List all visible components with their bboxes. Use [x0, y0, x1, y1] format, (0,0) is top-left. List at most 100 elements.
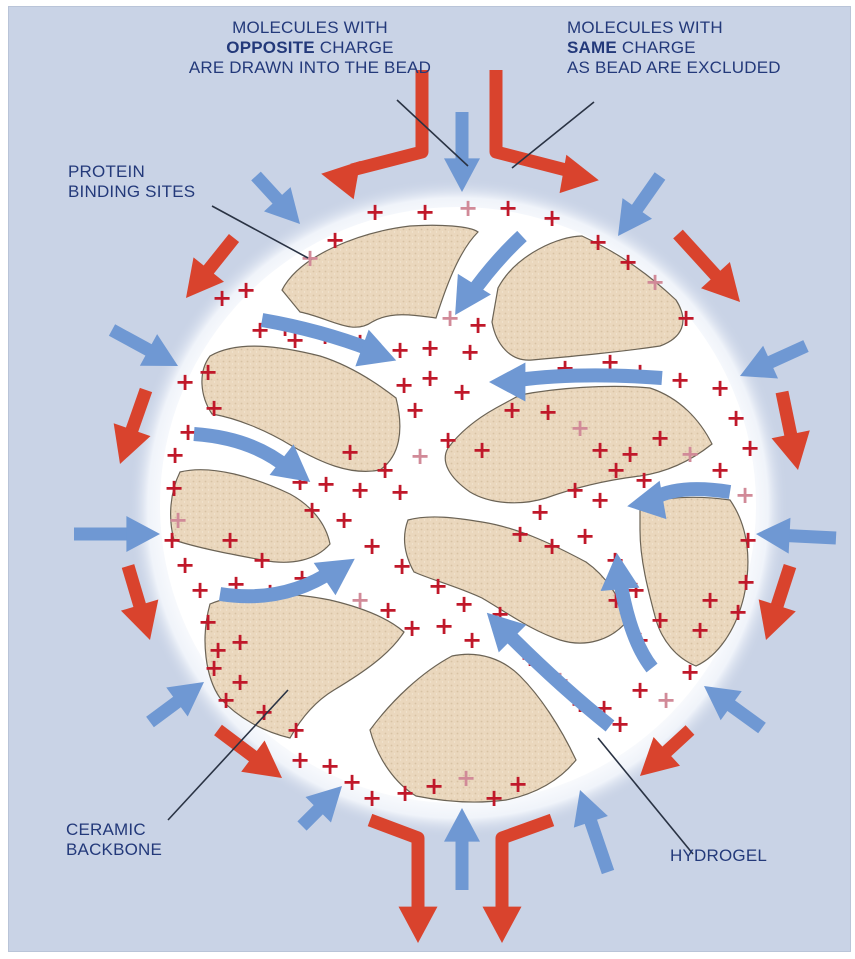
- arrowhead: [321, 161, 360, 199]
- charge-symbol: +: [484, 784, 504, 812]
- charge-symbol: +: [740, 434, 760, 462]
- ceramic-label-line1: CERAMIC: [66, 820, 162, 840]
- protein-binding-sites-label: PROTEIN BINDING SITES: [68, 162, 195, 202]
- charge-symbol: +: [472, 436, 492, 464]
- arrowhead: [759, 599, 796, 640]
- opposite-label-line2: OPPOSITE CHARGE: [160, 38, 460, 58]
- protein-label-line2: BINDING SITES: [68, 182, 195, 202]
- charge-symbol: +: [394, 371, 414, 399]
- charge-symbol: +: [390, 478, 410, 506]
- red-outward-arrow: [370, 820, 438, 943]
- charge-symbol: +: [656, 686, 676, 714]
- arrowhead: [560, 155, 599, 193]
- charge-symbol: +: [542, 532, 562, 560]
- charge-symbol: +: [454, 590, 474, 618]
- opposite-label-rest: CHARGE: [320, 38, 394, 57]
- charge-symbol: +: [165, 441, 185, 469]
- charge-symbol: +: [198, 358, 218, 386]
- charge-symbol: +: [302, 496, 322, 524]
- arrowhead: [399, 907, 438, 943]
- charge-symbol: +: [164, 474, 184, 502]
- charge-symbol: +: [680, 440, 700, 468]
- charge-symbol: +: [538, 398, 558, 426]
- charge-symbol: +: [738, 526, 758, 554]
- charge-symbol: +: [510, 520, 530, 548]
- charge-symbol: +: [392, 552, 412, 580]
- charge-symbol: +: [212, 284, 232, 312]
- charge-symbol: +: [175, 368, 195, 396]
- blue-inward-arrow: [618, 176, 660, 236]
- charge-symbol: +: [650, 606, 670, 634]
- charge-symbol: +: [502, 396, 522, 424]
- charge-symbol: +: [630, 676, 650, 704]
- opposite-label-line3: ARE DRAWN INTO THE BEAD: [160, 58, 460, 78]
- charge-symbol: +: [342, 768, 362, 796]
- charge-symbol: +: [588, 228, 608, 256]
- charge-symbol: +: [220, 526, 240, 554]
- blue-inward-arrow: [112, 330, 178, 366]
- charge-symbol: +: [498, 194, 518, 222]
- charge-symbol: +: [424, 772, 444, 800]
- charge-symbol: +: [460, 338, 480, 366]
- charge-symbol: +: [350, 586, 370, 614]
- charge-symbol: +: [670, 366, 690, 394]
- charge-symbol: +: [410, 442, 430, 470]
- charge-symbol: +: [565, 476, 585, 504]
- charge-symbol: +: [378, 596, 398, 624]
- ceramic-label-line2: BACKBONE: [66, 840, 162, 860]
- same-charge-label: MOLECULES WITH SAME CHARGE AS BEAD ARE E…: [567, 18, 781, 78]
- charge-symbol: +: [468, 311, 488, 339]
- opposite-charge-label: MOLECULES WITH OPPOSITE CHARGE ARE DRAWN…: [160, 18, 460, 78]
- charge-symbol: +: [700, 586, 720, 614]
- charge-symbol: +: [736, 568, 756, 596]
- charge-symbol: +: [216, 686, 236, 714]
- charge-symbol: +: [362, 532, 382, 560]
- arrowhead: [483, 907, 522, 943]
- charge-symbol: +: [570, 414, 590, 442]
- charge-symbol: +: [728, 598, 748, 626]
- same-label-line2: SAME CHARGE: [567, 38, 781, 58]
- charge-symbol: +: [618, 248, 638, 276]
- charge-symbol: +: [710, 374, 730, 402]
- charge-symbol: +: [290, 746, 310, 774]
- charge-symbol: +: [452, 378, 472, 406]
- charge-symbol: +: [325, 226, 345, 254]
- charge-symbol: +: [162, 526, 182, 554]
- charge-symbol: +: [190, 576, 210, 604]
- charge-symbol: +: [676, 304, 696, 332]
- charge-symbol: +: [405, 396, 425, 424]
- charge-symbol: +: [428, 572, 448, 600]
- charge-symbol: +: [286, 716, 306, 744]
- charge-symbol: +: [402, 614, 422, 642]
- charge-symbol: +: [365, 198, 385, 226]
- charge-symbol: +: [198, 608, 218, 636]
- charge-symbol: +: [645, 268, 665, 296]
- opposite-label-line1: MOLECULES WITH: [160, 18, 460, 38]
- blue-inward-arrow: [256, 176, 300, 224]
- charge-symbol: +: [316, 470, 336, 498]
- charge-symbol: +: [254, 698, 274, 726]
- charge-symbol: +: [340, 438, 360, 466]
- charge-symbol: +: [362, 784, 382, 812]
- charge-symbol: +: [458, 194, 478, 222]
- hydrogel-label: HYDROGEL: [670, 846, 767, 866]
- charge-symbol: +: [204, 394, 224, 422]
- charge-symbol: +: [236, 276, 256, 304]
- charge-symbol: +: [726, 404, 746, 432]
- same-leader-line: [512, 102, 594, 168]
- charge-symbol: +: [334, 506, 354, 534]
- charge-symbol: +: [350, 476, 370, 504]
- charge-symbol: +: [434, 612, 454, 640]
- charge-symbol: +: [175, 551, 195, 579]
- same-label-line1: MOLECULES WITH: [567, 18, 781, 38]
- charge-symbol: +: [320, 752, 340, 780]
- opposite-bold-word: OPPOSITE: [226, 38, 315, 57]
- charge-symbol: +: [650, 424, 670, 452]
- charge-symbol: +: [420, 364, 440, 392]
- charge-symbol: +: [735, 481, 755, 509]
- same-label-line3: AS BEAD ARE EXCLUDED: [567, 58, 781, 78]
- charge-symbol: +: [420, 334, 440, 362]
- charge-symbol: +: [230, 628, 250, 656]
